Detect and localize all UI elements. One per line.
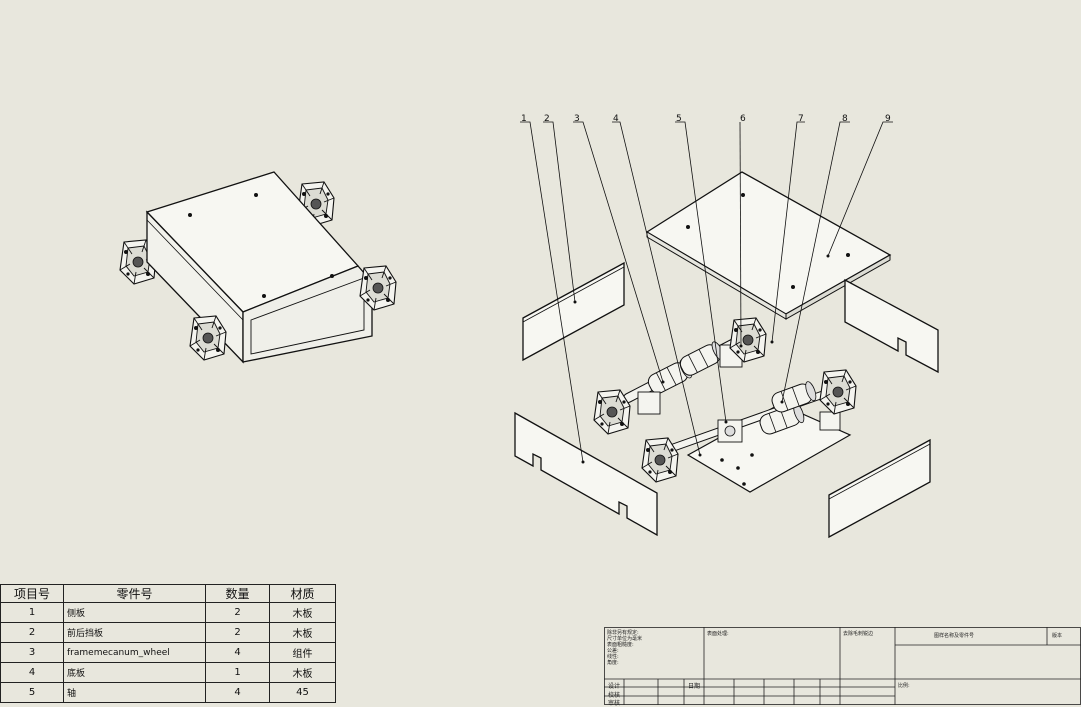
note-line: 角度: xyxy=(607,660,619,666)
mecanum-wheel-front-right xyxy=(189,315,227,361)
note-line: 公差: xyxy=(607,648,619,654)
revision-label: 版本 xyxy=(1052,633,1063,639)
title-block: 除非另有规定: 尺寸单位为毫米 表面粗糙度: 公差: 线性: 角度: 表面处理:… xyxy=(604,627,1081,707)
bom-cell: 木板 xyxy=(269,662,336,683)
bom-cell: 2 xyxy=(205,602,270,623)
bom-cell: 2 xyxy=(0,622,64,643)
balloon-7: 7 xyxy=(798,114,804,124)
scale-label: 比例: xyxy=(898,683,910,689)
bom-cell: 组件 xyxy=(269,642,336,663)
balloon-5: 5 xyxy=(676,114,682,124)
bom-header-qty: 数量 xyxy=(205,584,270,603)
balloon-2: 2 xyxy=(544,114,550,124)
balloon-4: 4 xyxy=(613,114,619,124)
bom-cell: 2 xyxy=(205,622,270,643)
table-row: 2 前后挡板 2 木板 xyxy=(0,622,336,643)
table-row: 4 底板 1 木板 xyxy=(0,662,336,683)
bom-cell: 45 xyxy=(269,682,336,703)
bom-header-material: 材质 xyxy=(269,584,336,603)
exploded-view: 1 2 3 4 5 6 7 8 9 xyxy=(514,114,939,539)
note-line: 除非另有规定: xyxy=(607,630,639,636)
bom-cell: 1 xyxy=(205,662,270,683)
bom-cell: framemecanum_wheel xyxy=(63,642,206,663)
side-board-front xyxy=(514,411,658,537)
table-row: 3 framemecanum_wheel 4 组件 xyxy=(0,642,336,663)
leader-endpoints xyxy=(573,254,830,464)
balloon-6: 6 xyxy=(740,114,746,124)
bom-cell: 1 xyxy=(0,602,64,623)
deburr-label: 去除毛刺锐边 xyxy=(843,631,874,637)
balloon-1: 1 xyxy=(521,114,527,124)
reviewer-label: 审核 xyxy=(608,700,621,707)
bom-cell: 底板 xyxy=(63,662,206,683)
balloon-8: 8 xyxy=(842,114,848,124)
finish-label: 表面处理: xyxy=(707,631,729,637)
bom-cell: 4 xyxy=(0,662,64,683)
bom-header-row: 项目号 零件号 数量 材质 xyxy=(0,584,336,603)
general-notes: 除非另有规定: 尺寸单位为毫米 表面粗糙度: 公差: 线性: 角度: xyxy=(607,630,701,666)
drawing-name-label: 图样名称及零件号 xyxy=(934,633,975,639)
axle-assembly-back xyxy=(593,317,767,435)
balloon-3: 3 xyxy=(574,114,580,124)
table-row: 1 侧板 2 木板 xyxy=(0,602,336,623)
bom-cell: 轴 xyxy=(63,682,206,703)
bom-cell: 5 xyxy=(0,682,64,703)
note-line: 线性: xyxy=(607,654,619,660)
bom-cell: 木板 xyxy=(269,622,336,643)
bom-cell: 4 xyxy=(205,642,270,663)
leader-lines xyxy=(520,121,893,463)
bom-cell: 侧板 xyxy=(63,602,206,623)
table-row: 5 轴 4 45 xyxy=(0,682,336,703)
bom-header-item-no: 项目号 xyxy=(0,584,64,603)
bom-table: 项目号 零件号 数量 材质 1 侧板 2 木板 2 前后挡板 2 木板 3 fr… xyxy=(0,584,336,703)
end-board-right xyxy=(828,438,931,539)
balloon-9: 9 xyxy=(885,114,891,124)
note-line: 表面粗糙度: xyxy=(607,642,634,648)
date-label: 日期 xyxy=(688,683,701,690)
checker-label: 校核 xyxy=(608,692,621,699)
designer-label: 设计 xyxy=(608,683,621,690)
note-line: 尺寸单位为毫米 xyxy=(607,636,643,642)
bom-header-part-no: 零件号 xyxy=(63,584,206,603)
bom-cell: 4 xyxy=(205,682,270,703)
axle-assembly-front xyxy=(641,369,857,483)
bom-cell: 前后挡板 xyxy=(63,622,206,643)
assembled-view xyxy=(119,171,397,364)
side-board-back xyxy=(844,278,939,374)
bom-cell: 木板 xyxy=(269,602,336,623)
end-board-left xyxy=(522,261,625,362)
bom-cell: 3 xyxy=(0,642,64,663)
